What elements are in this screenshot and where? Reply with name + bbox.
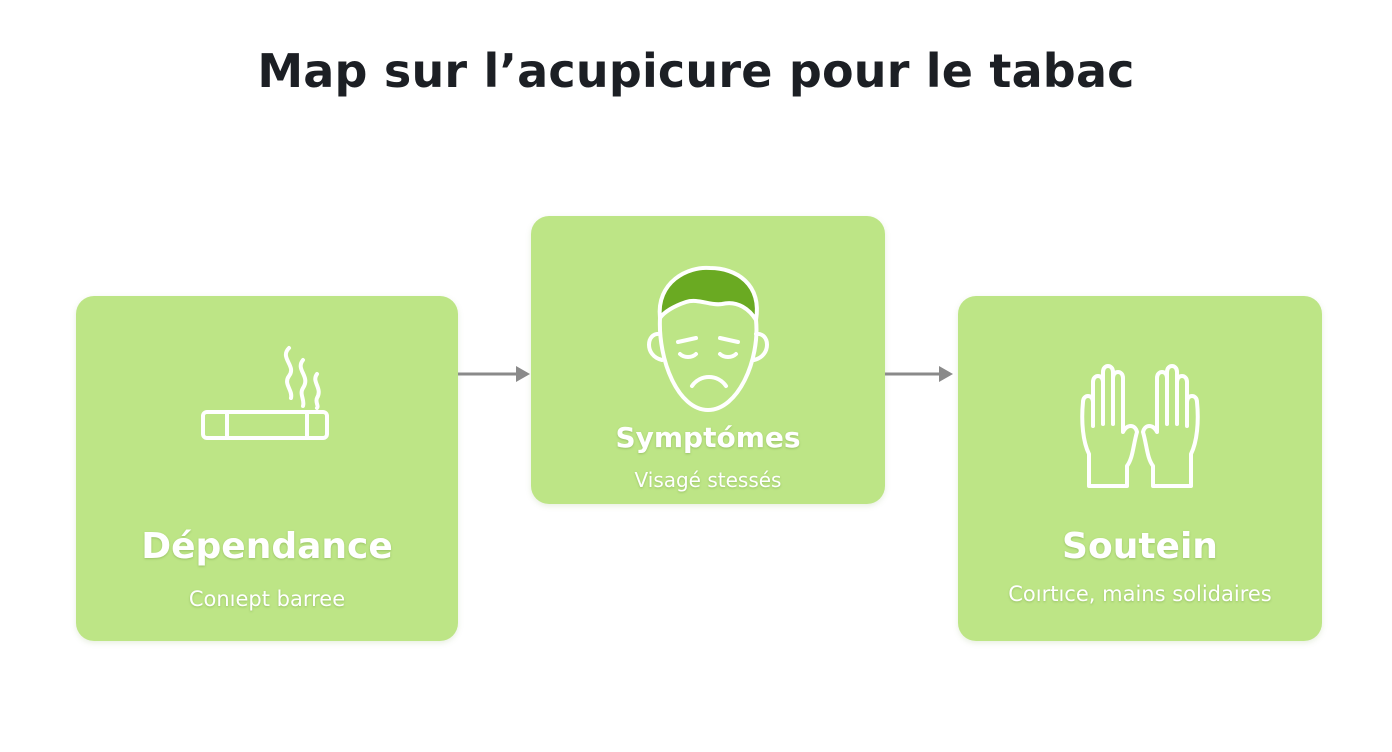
node-subtitle: Conıept barree	[188, 587, 346, 611]
node-soutein: Soutein Coırtıce, mains solidaires	[958, 296, 1322, 641]
node-title: Symptómes	[615, 421, 801, 454]
node-dependance: Dépendance Conıept barree	[76, 296, 458, 641]
open-hands-icon	[958, 362, 1322, 492]
page-title: Map sur l’acupicure pour le tabac	[257, 44, 1135, 98]
node-title: Dépendance	[141, 526, 393, 567]
stressed-face-icon	[531, 260, 885, 420]
edge-arrow-2	[885, 366, 953, 382]
node-subtitle: Visagé stessés	[634, 468, 782, 492]
node-subtitle: Coırtıce, mains solidaires	[1008, 582, 1272, 606]
edge-arrow-1	[458, 366, 530, 382]
node-title: Soutein	[1062, 526, 1218, 567]
cigarette-smoke-icon	[76, 342, 458, 452]
node-symptomes: Symptómes Visagé stessés	[531, 216, 885, 504]
